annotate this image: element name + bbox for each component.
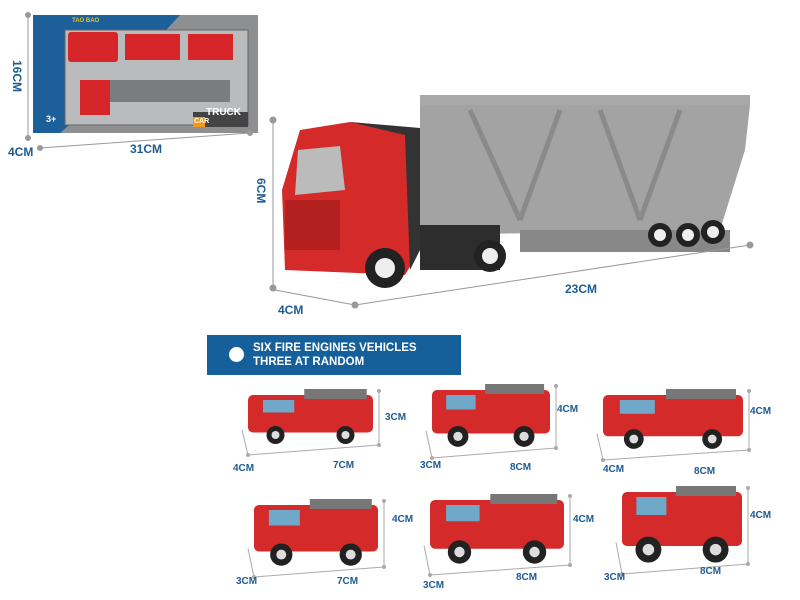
vehicle-5 xyxy=(423,494,572,577)
vehicle-height-label: 4CM xyxy=(750,406,772,417)
banner-line-2: THREE AT RANDOM xyxy=(253,356,365,368)
age-label: 3+ xyxy=(46,114,57,124)
info-banner: SIX FIRE ENGINES VEHICLES THREE AT RANDO… xyxy=(207,335,461,375)
vehicle-length-label: 8CM xyxy=(510,462,532,473)
package-box-image xyxy=(33,15,258,133)
box-width-label: 31CM xyxy=(130,142,163,156)
logo-car: CAR xyxy=(194,118,210,125)
vehicle-height-label: 4CM xyxy=(557,404,579,415)
truck-depth-label: 4CM xyxy=(278,303,304,317)
vehicle-images xyxy=(241,384,751,579)
brand-logo: TAO BAO xyxy=(72,18,100,24)
vehicle-depth-label: 3CM xyxy=(423,580,445,591)
vehicle-1 xyxy=(241,389,381,457)
main-truck-image xyxy=(282,95,750,288)
vehicle-depth-label: 3CM xyxy=(236,576,258,587)
logo-truck: TRUCK xyxy=(206,107,241,118)
vehicle-length-label: 8CM xyxy=(700,566,722,577)
truck-dimension-lines xyxy=(269,116,754,309)
vehicle-length-label: 8CM xyxy=(516,572,538,583)
vehicle-3 xyxy=(596,389,751,462)
vehicle-4 xyxy=(247,499,386,579)
vehicle-height-label: 4CM xyxy=(750,510,772,521)
vehicle-6 xyxy=(615,486,750,576)
box-depth-label: 4CM xyxy=(8,145,34,159)
vehicle-depth-label: 4CM xyxy=(603,464,625,475)
vehicle-height-label: 3CM xyxy=(385,412,407,423)
vehicle-length-label: 7CM xyxy=(333,460,355,471)
truck-height-label: 6CM xyxy=(254,178,268,204)
vehicle-2 xyxy=(425,384,558,460)
vehicle-length-label: 7CM xyxy=(337,576,359,587)
vehicle-height-label: 4CM xyxy=(573,514,595,525)
box-height-label: 16CM xyxy=(10,60,24,93)
vehicle-depth-label: 3CM xyxy=(420,460,442,471)
bullet-icon xyxy=(229,347,244,362)
banner-line-1: SIX FIRE ENGINES VEHICLES xyxy=(253,342,417,354)
vehicle-length-label: 8CM xyxy=(694,466,716,477)
vehicle-depth-label: 3CM xyxy=(604,572,626,583)
vehicle-depth-label: 4CM xyxy=(233,463,255,474)
box-dimension-lines xyxy=(25,12,253,151)
vehicle-height-label: 4CM xyxy=(392,514,414,525)
truck-length-label: 23CM xyxy=(565,282,598,296)
